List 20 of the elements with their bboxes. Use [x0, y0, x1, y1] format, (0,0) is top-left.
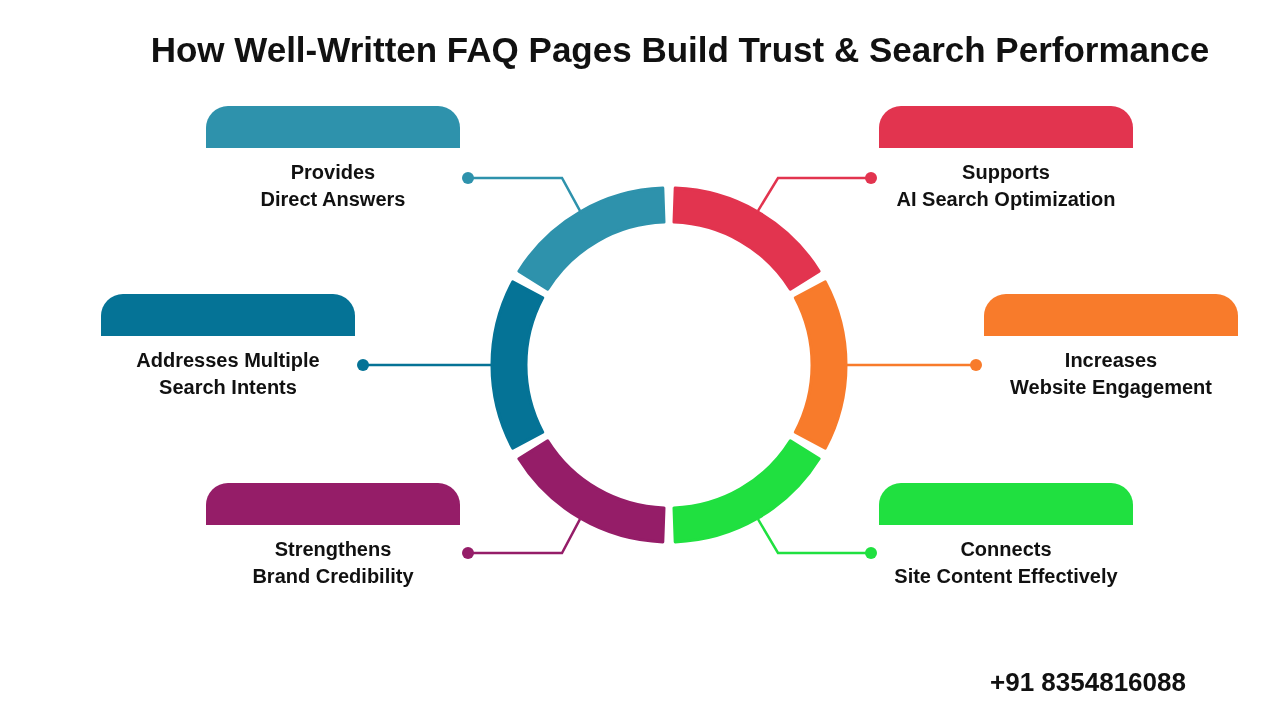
leader-line	[756, 518, 877, 559]
benefit-label: Increases Website Engagement	[1010, 348, 1212, 400]
benefit-label: Supports AI Search Optimization	[896, 160, 1116, 212]
leader-line	[462, 172, 582, 212]
ring-segment	[672, 186, 821, 291]
ring-segment	[517, 186, 666, 291]
ring-segment	[517, 439, 666, 544]
ring-segment	[672, 439, 821, 544]
title: How Well-Written FAQ Pages Build Trust & Search Performance	[150, 29, 1210, 71]
benefit-label: Addresses Multiple Search Intents	[136, 348, 320, 400]
leader-line	[756, 172, 877, 212]
benefit-label: Strengthens Brand Credibility	[252, 537, 414, 589]
benefit-label: Provides Direct Answers	[260, 160, 406, 212]
benefit-label: Connects Site Content Effectively	[894, 537, 1118, 589]
ring-segment	[490, 280, 545, 450]
leader-line	[357, 359, 491, 371]
leader-line	[847, 359, 982, 371]
ring-segment	[793, 280, 848, 450]
leader-line	[462, 518, 582, 559]
phone-number: +91 8354816088	[990, 667, 1186, 698]
